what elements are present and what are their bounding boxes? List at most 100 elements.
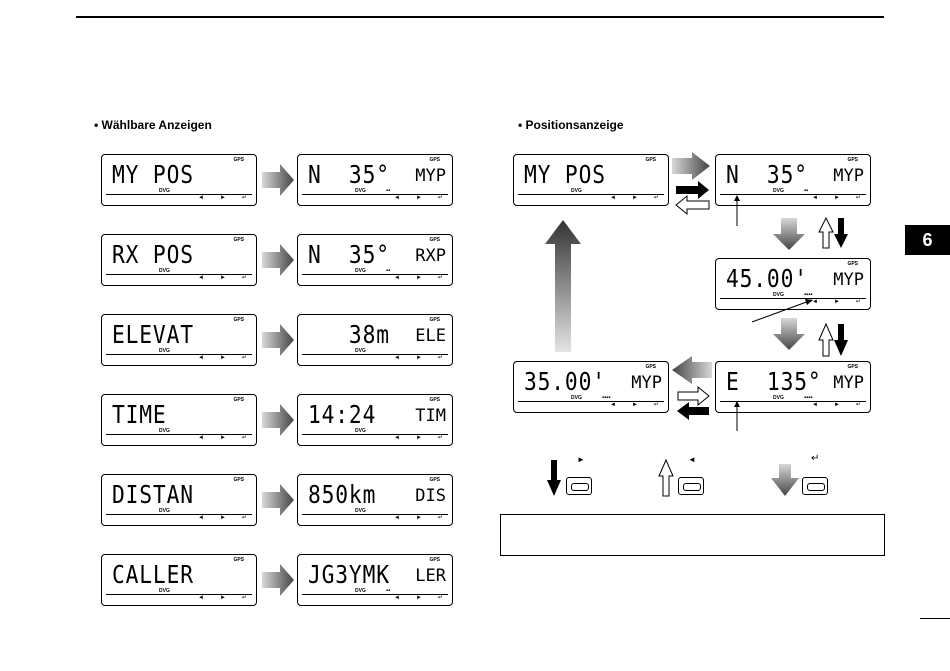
left-key-glyph: ◄ bbox=[688, 455, 696, 464]
left-arrows bbox=[262, 164, 294, 596]
key-enter-indicator: ↵ bbox=[437, 595, 443, 601]
key-right-indicator: ► bbox=[219, 195, 226, 201]
key-right-indicator: ► bbox=[833, 195, 840, 201]
gps-indicator: GPS bbox=[233, 237, 244, 243]
key-left-indicator: ◄ bbox=[198, 435, 204, 441]
lcd-baseline bbox=[720, 401, 866, 402]
lcd-main-text: ELEVAT bbox=[112, 320, 194, 349]
lcd-suffix-text: MYP bbox=[833, 270, 864, 290]
signal-bars: ▪▪ bbox=[386, 588, 391, 594]
key-right-indicator: ► bbox=[415, 355, 422, 361]
key-left-indicator: ◄ bbox=[610, 402, 616, 408]
enter-key-glyph: ↵ bbox=[811, 453, 820, 464]
lcd-key-indicators: ◄►↵ bbox=[198, 274, 263, 281]
lcd-key-indicators: ◄►↵ bbox=[394, 354, 459, 361]
lcd-key-indicators: ◄►↵ bbox=[198, 354, 263, 361]
lcd-key-indicators: ◄►↵ bbox=[198, 194, 263, 201]
heading-selectable-displays: • Wählbare Anzeigen bbox=[94, 118, 212, 132]
lcd-main-text: MY POS bbox=[524, 160, 606, 189]
top-rule bbox=[76, 16, 884, 18]
signal-bars: ▪▪ bbox=[804, 188, 809, 194]
lcd-baseline bbox=[302, 434, 448, 435]
key-left-indicator: ◄ bbox=[198, 195, 204, 201]
key-left-indicator: ◄ bbox=[394, 355, 400, 361]
dvg-indicator: DVG bbox=[571, 188, 582, 194]
lcd-key-indicators: ◄►↵ bbox=[394, 514, 459, 521]
key-enter-indicator: ↵ bbox=[855, 195, 861, 201]
lcd-suffix-text: MYP bbox=[631, 373, 662, 393]
lcd-key-indicators: ◄►↵ bbox=[610, 401, 675, 408]
key-right-indicator: ► bbox=[415, 275, 422, 281]
dvg-indicator: DVG bbox=[159, 428, 170, 434]
dvg-indicator: DVG bbox=[571, 395, 582, 401]
lcd-main-text: N 35° bbox=[726, 160, 808, 189]
key-left-indicator: ◄ bbox=[198, 275, 204, 281]
right-arrows bbox=[545, 152, 848, 497]
lcd-main-text: 45.00' bbox=[726, 264, 808, 293]
lcd-baseline bbox=[106, 514, 252, 515]
gps-indicator: GPS bbox=[429, 237, 440, 243]
lcd-key-indicators: ◄►↵ bbox=[394, 274, 459, 281]
lcd-main-text: MY POS bbox=[112, 160, 194, 189]
lcd-key-indicators: ◄►↵ bbox=[198, 514, 263, 521]
key-left-indicator: ◄ bbox=[198, 595, 204, 601]
lcd-baseline bbox=[106, 194, 252, 195]
dvg-indicator: DVG bbox=[355, 188, 366, 194]
gps-indicator: GPS bbox=[233, 317, 244, 323]
dvg-indicator: DVG bbox=[159, 268, 170, 274]
key-right-indicator: ► bbox=[415, 195, 422, 201]
lcd-baseline bbox=[720, 298, 866, 299]
key-right-indicator: ► bbox=[219, 595, 226, 601]
dvg-indicator: DVG bbox=[773, 395, 784, 401]
key-enter-indicator: ↵ bbox=[855, 299, 861, 305]
gps-indicator: GPS bbox=[645, 364, 656, 370]
lcd-baseline bbox=[106, 354, 252, 355]
key-enter-indicator: ↵ bbox=[241, 595, 247, 601]
key-left-indicator: ◄ bbox=[198, 515, 204, 521]
lcd-baseline bbox=[302, 274, 448, 275]
left-key-button bbox=[678, 477, 704, 495]
key-left-indicator: ◄ bbox=[812, 402, 818, 408]
key-left-indicator: ◄ bbox=[610, 195, 616, 201]
enter-key-button bbox=[802, 477, 828, 495]
gps-indicator: GPS bbox=[847, 364, 858, 370]
gps-indicator: GPS bbox=[233, 477, 244, 483]
dvg-indicator: DVG bbox=[355, 268, 366, 274]
lcd-suffix-text: RXP bbox=[415, 246, 446, 266]
note-box bbox=[500, 514, 885, 556]
right-key-glyph: ► bbox=[577, 455, 585, 464]
gps-indicator: GPS bbox=[429, 477, 440, 483]
lcd-main-text: DISTAN bbox=[112, 480, 194, 509]
key-left-indicator: ◄ bbox=[394, 275, 400, 281]
lcd-baseline bbox=[518, 401, 664, 402]
lcd-main-text: N 35° bbox=[308, 240, 390, 269]
gps-indicator: GPS bbox=[429, 557, 440, 563]
key-right-indicator: ► bbox=[219, 435, 226, 441]
lcd-key-indicators: ◄►↵ bbox=[394, 434, 459, 441]
dvg-indicator: DVG bbox=[159, 588, 170, 594]
key-left-indicator: ◄ bbox=[394, 595, 400, 601]
key-right-indicator: ► bbox=[833, 402, 840, 408]
lcd-main-text: RX POS bbox=[112, 240, 194, 269]
key-left-indicator: ◄ bbox=[812, 299, 818, 305]
dvg-indicator: DVG bbox=[159, 188, 170, 194]
lcd-suffix-text: MYP bbox=[833, 166, 864, 186]
lcd-main-text: 14:24 bbox=[308, 400, 377, 429]
dvg-indicator: DVG bbox=[355, 348, 366, 354]
key-enter-indicator: ↵ bbox=[855, 402, 861, 408]
lcd-key-indicators: ◄►↵ bbox=[812, 194, 877, 201]
lcd-baseline bbox=[302, 594, 448, 595]
lcd-baseline bbox=[302, 514, 448, 515]
gps-indicator: GPS bbox=[645, 157, 656, 163]
key-left-indicator: ◄ bbox=[394, 195, 400, 201]
gps-indicator: GPS bbox=[847, 157, 858, 163]
